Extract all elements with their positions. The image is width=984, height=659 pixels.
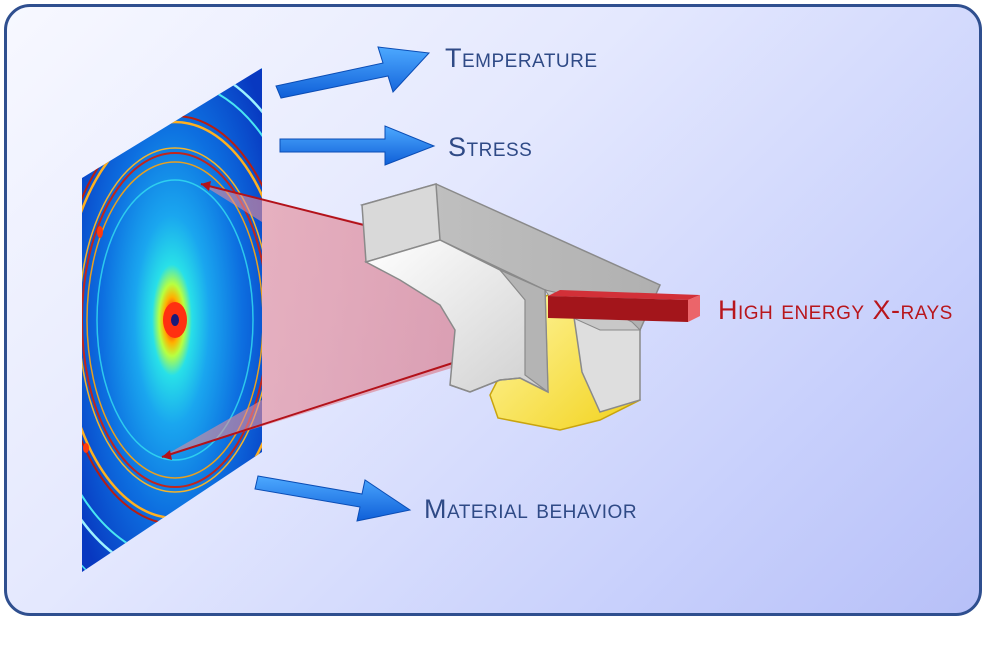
xray-beam (548, 290, 700, 322)
label-stress: Stress (448, 132, 533, 162)
arrow-material-behavior (254, 475, 412, 522)
arrow-temperature (275, 46, 431, 99)
label-temperature: Temperature (445, 43, 598, 73)
cone-arrowhead-bottom (162, 450, 172, 460)
cone-arrowhead-top (201, 181, 211, 191)
label-material-behavior: Material behavior (424, 494, 638, 524)
arrow-stress (279, 125, 436, 166)
label-xrays: High energy X-rays (718, 295, 953, 325)
